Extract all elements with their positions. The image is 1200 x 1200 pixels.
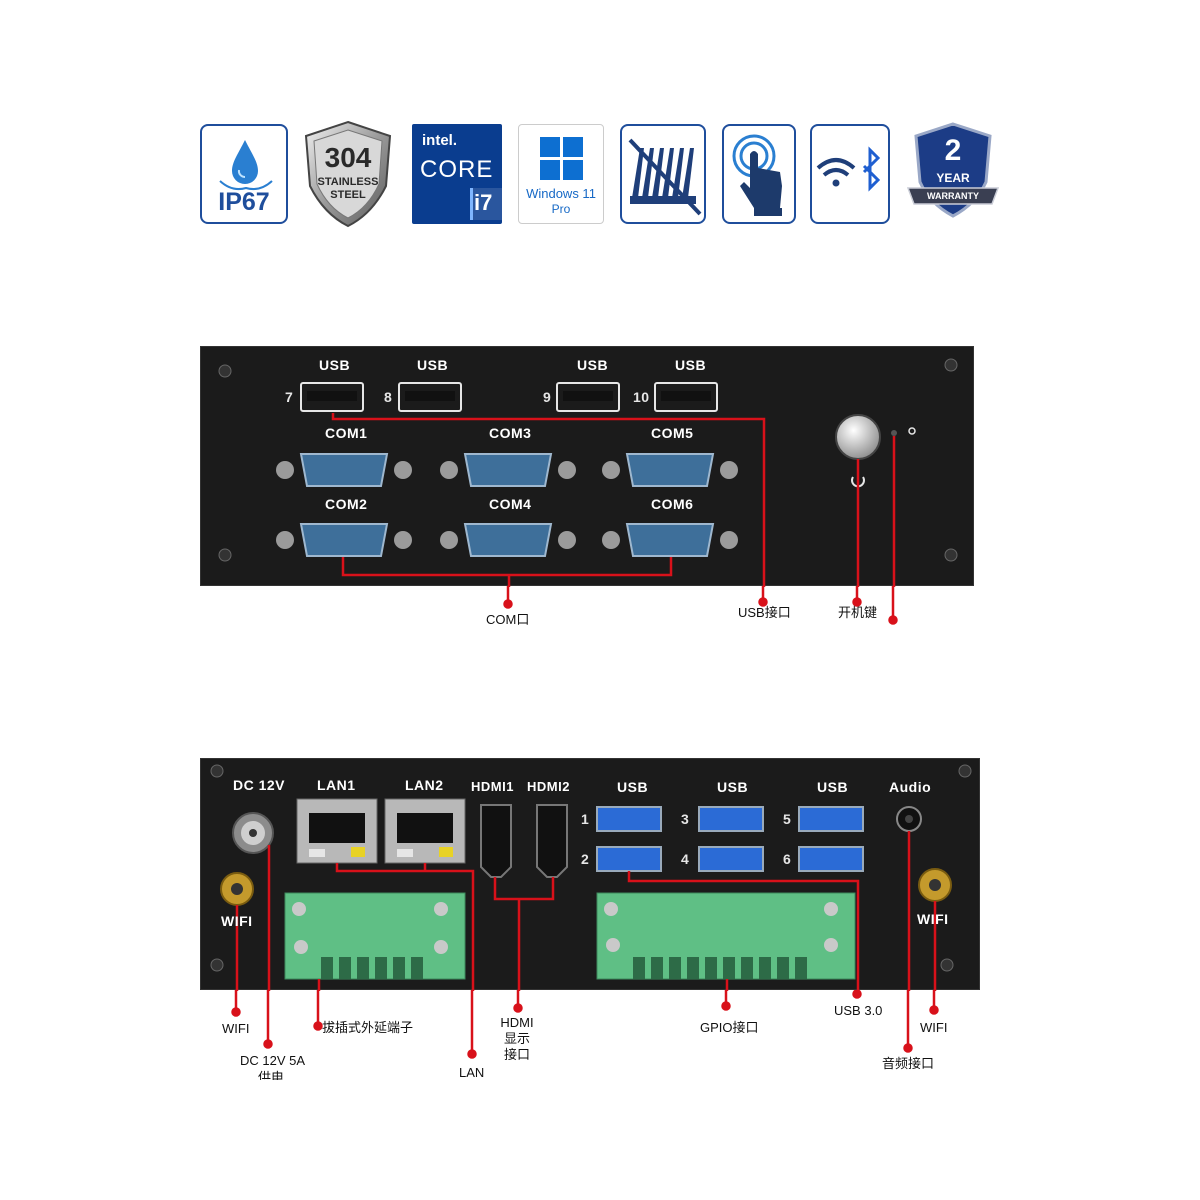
water-drop-icon <box>219 140 273 191</box>
windows-line2: Pro <box>551 202 571 216</box>
db9-com-port-icon <box>276 453 738 557</box>
dc-jack-icon <box>232 812 274 854</box>
usb-number-5: 5 <box>783 811 792 827</box>
hdmi2-label: HDMI2 <box>527 779 570 794</box>
callout-gpio: GPIO接口 <box>700 1020 759 1035</box>
callout-hdmi-3: 接口 <box>503 1047 530 1062</box>
warranty-ribbon: WARRANTY <box>927 191 979 201</box>
wifi-right-label: WIFI <box>917 911 949 927</box>
pluggable-terminal-block-icon <box>284 892 466 980</box>
lan2-label: LAN2 <box>405 777 444 793</box>
windows-logo-icon <box>540 137 583 180</box>
usb-header-2: USB <box>717 779 749 795</box>
com5-label: COM5 <box>651 425 694 441</box>
shield-icon <box>304 120 392 228</box>
usb-header-3: USB <box>577 357 609 373</box>
usb-header-1: USB <box>617 779 649 795</box>
front-panel: USB USB USB USB 7 8 9 10 COM1 COM3 COM5 … <box>200 346 974 587</box>
hdmi1-label: HDMI1 <box>471 779 514 794</box>
ip67-text: IP67 <box>218 188 270 216</box>
callout-usb3: USB 3.0 <box>834 1003 883 1018</box>
rear-panel: DC 12V LAN1 LAN2 HDMI1 HDMI2 USB USB USB… <box>200 758 980 991</box>
usb-number-9: 9 <box>543 389 552 405</box>
rear-panel-graphics <box>210 764 972 991</box>
steel-number: 304 <box>324 142 372 173</box>
usb-number-1: 1 <box>581 811 590 827</box>
usb-number-2: 2 <box>581 851 590 867</box>
callout-usb: USB接口 <box>738 605 791 620</box>
wifi-antenna-connector-icon <box>220 868 952 906</box>
callout-lines <box>331 413 896 587</box>
wifi-bluetooth-icon <box>816 146 881 192</box>
com4-label: COM4 <box>489 496 532 512</box>
usb-number-8: 8 <box>384 389 393 405</box>
callout-wifi-left: WIFI <box>222 1021 250 1036</box>
ip67-badge: IP67 <box>200 124 288 224</box>
warranty-unit: YEAR <box>936 171 970 185</box>
usb3-port-icon <box>596 806 864 872</box>
intel-tier-text: i7 <box>474 190 493 215</box>
feature-badge-row: IP67 304 STAINLESS STEEL intel. CORE i7 <box>196 120 1000 228</box>
steel-line2: STEEL <box>330 189 366 201</box>
usb-number-7: 7 <box>285 389 294 405</box>
gpio-terminal-block-icon <box>596 892 856 980</box>
hdmi-port-icon <box>480 804 568 878</box>
callout-wifi-right: WIFI <box>920 1020 948 1035</box>
rear-callout-lines <box>231 990 939 1059</box>
com2-label: COM2 <box>325 496 368 512</box>
warranty-number: 2 <box>944 134 962 167</box>
callout-power: 开机键 <box>838 605 878 620</box>
usb-number-3: 3 <box>681 811 690 827</box>
callout-hdmi: HDMI <box>500 1015 534 1030</box>
callout-dc-2: 供电 <box>258 1070 285 1080</box>
warranty-shield-icon <box>906 122 1000 218</box>
intel-brand: intel. <box>422 132 458 149</box>
power-led-icon <box>891 427 916 436</box>
callout-dc: DC 12V 5A <box>240 1053 306 1068</box>
stainless-steel-badge: 304 STAINLESS STEEL <box>302 120 394 228</box>
callout-hdmi-2: 显示 <box>503 1031 530 1046</box>
callout-terminal: 拔插式外延端子 <box>322 1020 414 1035</box>
callout-lan: LAN <box>459 1065 485 1080</box>
wifi-bluetooth-badge <box>810 124 890 224</box>
usb-header-3: USB <box>817 779 849 795</box>
usb-header-4: USB <box>675 357 707 373</box>
fanless-badge <box>620 124 706 224</box>
panel-screw-icon <box>210 764 972 972</box>
usb-a-port-icon <box>300 382 718 412</box>
usb-header-1: USB <box>319 357 351 373</box>
usb-number-4: 4 <box>681 851 690 867</box>
intel-tier <box>470 188 503 220</box>
callout-audio: 音频接口 <box>882 1056 935 1071</box>
dc-label: DC 12V <box>233 777 286 793</box>
wifi-left-label: WIFI <box>221 913 253 929</box>
fanless-heatsink-icon <box>628 138 702 216</box>
callout-com: COM口 <box>486 612 530 627</box>
front-panel-graphics <box>218 358 958 587</box>
intel-core-text: CORE <box>420 156 494 183</box>
intel-core-i7-badge: intel. CORE i7 <box>412 124 503 224</box>
audio-jack-icon <box>896 806 922 832</box>
audio-label: Audio <box>889 779 932 795</box>
panel-screw-icon <box>218 358 958 562</box>
warranty-badge: 2 YEAR WARRANTY <box>906 120 1000 228</box>
usb-header-2: USB <box>417 357 449 373</box>
com3-label: COM3 <box>489 425 532 441</box>
com1-label: COM1 <box>325 425 368 441</box>
touch-badge <box>722 124 796 224</box>
windows-11-badge: Windows 11 Pro <box>518 124 604 224</box>
usb-number-10: 10 <box>633 389 650 405</box>
callout-lines <box>235 831 937 991</box>
com6-label: COM6 <box>651 496 694 512</box>
front-callout-lines <box>503 586 898 625</box>
touch-hand-icon <box>732 134 782 216</box>
steel-line1: STAINLESS <box>317 176 379 188</box>
lan1-label: LAN1 <box>317 777 356 793</box>
windows-line1: Windows 11 <box>526 186 596 201</box>
usb-number-6: 6 <box>783 851 792 867</box>
rj45-lan-port-icon <box>296 798 466 864</box>
